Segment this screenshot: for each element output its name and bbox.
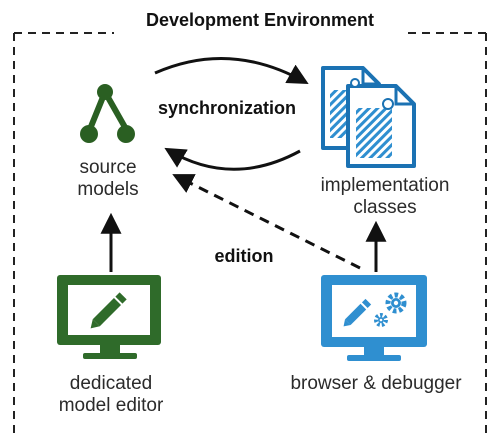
model-editor-label-line2: model editor (59, 395, 164, 416)
source-models-label-line1: source (79, 157, 136, 178)
frame-title: Development Environment (146, 10, 374, 30)
document-files-icon (321, 66, 416, 168)
source-models-label-line2: models (77, 179, 138, 200)
implementation-classes-label-line2: classes (353, 197, 416, 218)
sync-arrow-bottom (164, 147, 301, 171)
edition-arrow (172, 174, 361, 270)
gear-icon-small (374, 313, 388, 327)
gear-icon-large (385, 292, 407, 314)
monitor-pencil-gears-icon (321, 275, 427, 361)
synchronization-label: synchronization (158, 98, 296, 118)
monitor-pencil-icon (57, 275, 161, 359)
sync-arrow-top (154, 57, 309, 85)
model-editor-label-line1: dedicated (70, 373, 152, 394)
graph-tree-icon (80, 84, 135, 143)
implementation-classes-label-line1: implementation (321, 175, 450, 196)
environment-frame (13, 32, 487, 437)
edition-label: edition (215, 246, 274, 266)
browser-debugger-label: browser & debugger (290, 373, 462, 394)
